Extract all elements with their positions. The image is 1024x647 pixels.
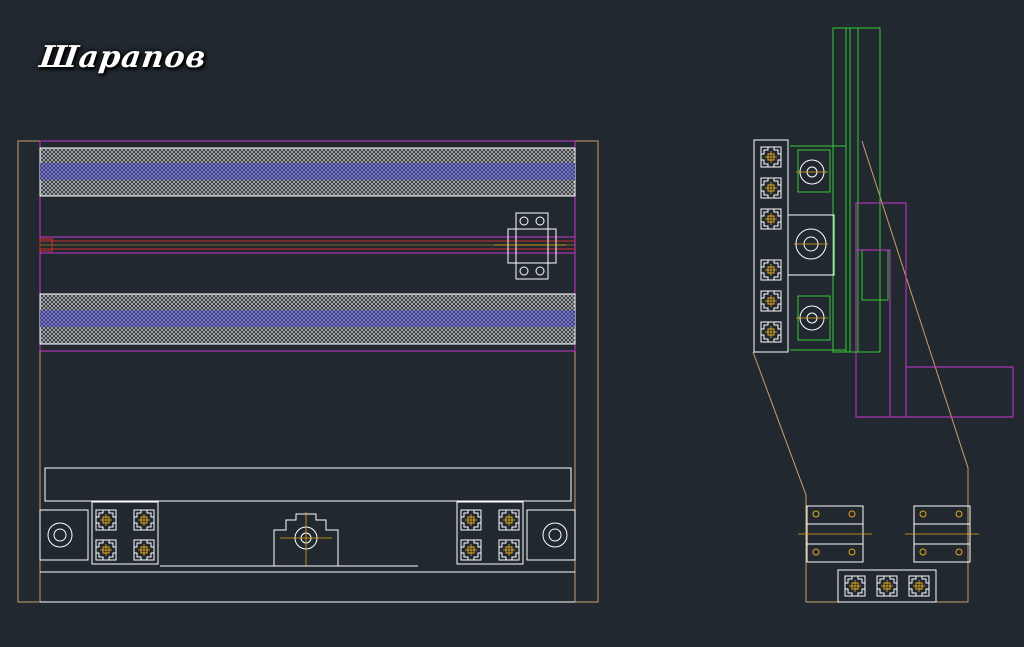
front-view <box>17 140 599 603</box>
left-profile-cluster <box>39 501 159 565</box>
upper-rail <box>39 147 576 197</box>
right-profile-cluster <box>456 501 576 565</box>
center-pillow-block <box>160 512 418 567</box>
side-view <box>752 27 1014 603</box>
left-post <box>17 140 41 603</box>
base-plate <box>44 467 572 502</box>
screw-bearing-block <box>494 212 566 280</box>
z-envelope <box>855 202 1014 418</box>
lead-screw <box>39 236 576 254</box>
side-bottom-profile <box>837 569 937 603</box>
author-signature: Шарапов <box>37 40 209 75</box>
vertical-profile-column <box>753 139 789 353</box>
right-post <box>574 140 599 603</box>
side-frame-outline <box>752 140 969 603</box>
lower-rail <box>39 293 576 345</box>
side-bearing-left <box>798 505 872 563</box>
carriage-blocks <box>787 149 835 341</box>
side-bearing-right <box>905 505 979 563</box>
gantry-plate <box>790 27 889 353</box>
